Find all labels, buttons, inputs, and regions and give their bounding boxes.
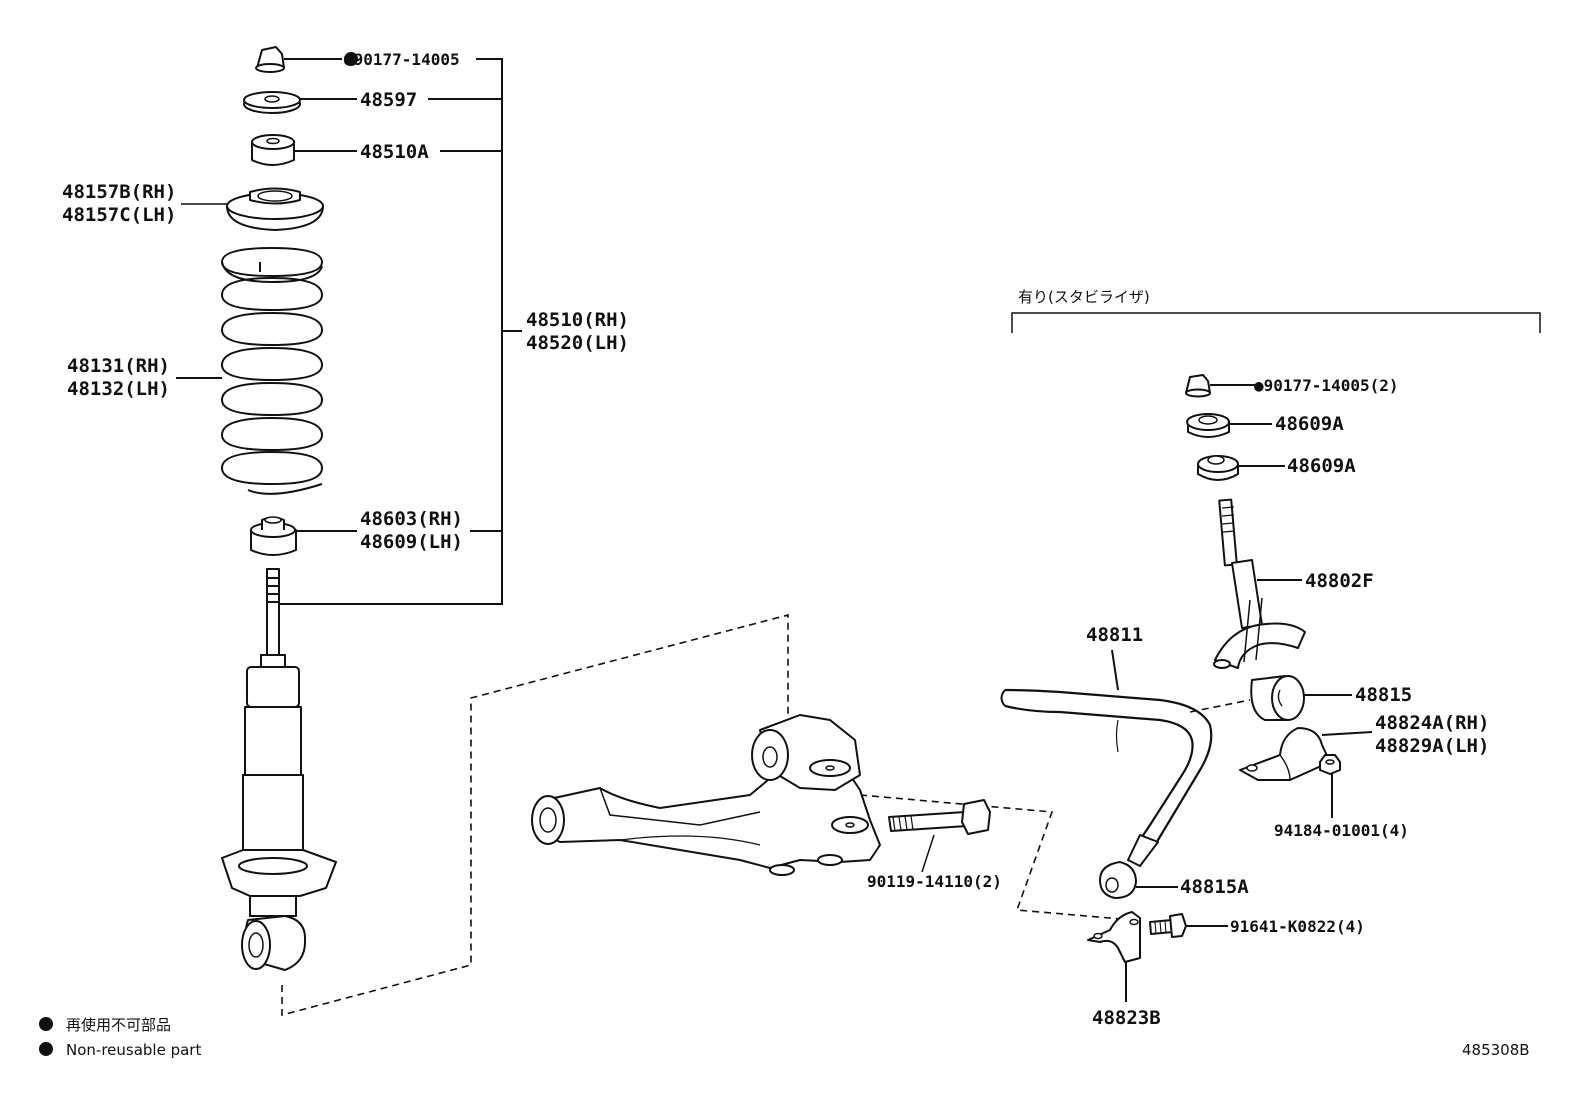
label-48510A: 48510A — [360, 141, 429, 163]
dashed-connector-bolt — [859, 794, 1134, 921]
bolt-90119-part — [888, 799, 991, 873]
bushing-48510A-part — [251, 134, 295, 166]
label-nut-stab: ●90177-14005(2) — [1254, 376, 1399, 395]
label-bracket-lh: 48829A(LH) — [1375, 735, 1489, 757]
stabilizer-group-bracket — [1011, 312, 1541, 333]
label-nut-top: ●90177-14005 — [344, 50, 460, 69]
label-bolt-bracket: 91641-K0822(4) — [1230, 917, 1365, 936]
bolt-91641-part — [1149, 913, 1187, 938]
label-bar: 48811 — [1086, 624, 1143, 646]
label-spring-rh: 48131(RH) — [67, 355, 170, 377]
label-bushing-a: 48815A — [1180, 876, 1249, 898]
label-bracket-b: 48823B — [1092, 1007, 1161, 1029]
label-bushing: 48815 — [1355, 684, 1412, 706]
washer-48597-part — [243, 91, 301, 114]
legend: 再使用不可部品 Non-reusable part — [39, 1016, 201, 1059]
label-nut-bracket: 94184-01001(4) — [1274, 821, 1409, 840]
bushing-48815A-part — [1099, 861, 1137, 899]
label-assy-rh: 48510(RH) — [526, 309, 629, 331]
bracket-48823B-part — [1087, 911, 1141, 963]
label-seat-lh: 48157C(LH) — [62, 204, 176, 226]
legend-line-1: 再使用不可部品 — [66, 1016, 171, 1034]
shock-absorber-part — [221, 568, 337, 971]
cushion-2-part — [1197, 455, 1239, 481]
label-bump-lh: 48609(LH) — [360, 531, 463, 553]
label-link: 48802F — [1305, 570, 1374, 592]
cushion-1-part — [1186, 413, 1230, 438]
label-bracket-rh: 48824A(RH) — [1375, 712, 1489, 734]
leader-bar — [1111, 649, 1119, 691]
dashed-bar-bushing — [1189, 699, 1251, 713]
label-seat-rh: 48157B(RH) — [62, 181, 176, 203]
left-leader-lines — [176, 58, 522, 605]
bushing-48815-part — [1250, 675, 1305, 721]
top-nut-part — [255, 46, 285, 73]
spring-seat-part — [226, 187, 324, 231]
label-cushion-a2: 48609A — [1287, 455, 1356, 477]
label-bolt-arm: 90119-14110(2) — [867, 872, 1002, 891]
label-assy-lh: 48520(LH) — [526, 332, 629, 354]
dashed-connector-shock — [281, 613, 789, 1017]
label-spring-lh: 48132(LH) — [67, 378, 170, 400]
non-reusable-marker-icon — [344, 52, 358, 66]
label-stabilizer-group: 有り(スタビライザ) — [1018, 288, 1150, 306]
bump-stopper-part — [250, 516, 297, 556]
stabilizer-link-part — [1213, 498, 1306, 669]
lower-arm-part — [531, 714, 881, 876]
nut-94184-part — [1319, 754, 1341, 775]
figure-id: 485308B — [1462, 1041, 1530, 1059]
legend-line-2: Non-reusable part — [66, 1041, 201, 1059]
stabilizer-bar-part — [1000, 688, 1213, 867]
bracket-48824A-part — [1239, 727, 1331, 781]
legend-marker-icon — [39, 1042, 53, 1056]
label-48597: 48597 — [360, 89, 417, 111]
stab-nut-part — [1185, 374, 1211, 398]
label-bump-rh: 48603(RH) — [360, 508, 463, 530]
legend-marker-icon — [39, 1017, 53, 1031]
coil-spring-part — [221, 247, 324, 495]
leader-bracket — [1321, 731, 1373, 736]
label-cushion-a1: 48609A — [1275, 413, 1344, 435]
